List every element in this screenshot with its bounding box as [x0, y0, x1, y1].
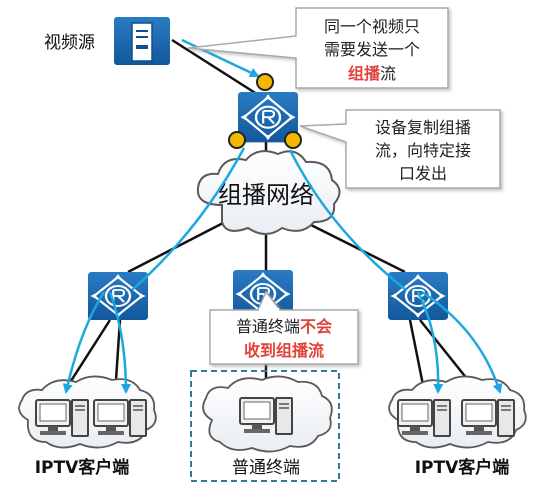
multicast-streams [62, 38, 503, 394]
callout-top-line1: 同一个视频只 [324, 17, 420, 36]
callout-top-suffix: 流 [380, 64, 396, 83]
callout-middle-line2: 收到组播流 [244, 341, 324, 360]
stream-left-to-pc1 [62, 291, 106, 394]
stream-left-to-pc2 [108, 291, 131, 394]
stream-right-to-pc1 [416, 291, 444, 394]
callout-middle-prefix: 普通终端 [236, 317, 300, 336]
stream-right-to-pc2 [421, 290, 503, 394]
callout-right-line1: 设备复制组播 [375, 118, 471, 137]
link-source-core [171, 38, 261, 98]
iptv-client-right-label: IPTV客户端 [415, 457, 510, 478]
video-source-server-icon [114, 17, 170, 65]
callout-middle-emphasis: 不会 [300, 317, 332, 336]
multicast-network-label: 组播网络 [218, 181, 314, 209]
port-dot-left [228, 131, 246, 149]
stream-core-to-left [131, 147, 246, 291]
multicast-cloud-icon: 组播网络 [196, 150, 341, 235]
callout-right-line3: 口发出 [399, 164, 447, 183]
stream-core-to-right [288, 149, 407, 291]
callout-right-line2: 流，向特定接 [375, 141, 471, 160]
normal-terminal-dashed-box [190, 370, 340, 482]
right-router-icon [386, 270, 450, 322]
right-client-cloud-icon [388, 375, 527, 449]
callout-middle: 普通终端不会 收到组播流 [209, 290, 359, 365]
link-cloud-right [304, 220, 406, 274]
callout-top-line2: 需要发送一个 [324, 40, 420, 59]
port-dot-top [256, 73, 274, 91]
port-dot-right [284, 131, 302, 149]
iptv-client-left-label: IPTV客户端 [35, 457, 130, 478]
callout-right: 设备复制组播 流，向特定接 口发出 [299, 109, 501, 189]
normal-terminal-label: 普通终端 [232, 458, 300, 478]
callout-top-emphasis: 组播 [348, 64, 381, 83]
port-dots [228, 73, 302, 149]
svg-text:组播流: 组播流 [348, 64, 396, 83]
callout-top: 同一个视频只 需要发送一个 组播流 [187, 7, 449, 89]
left-router-icon [86, 270, 150, 322]
svg-text:普通终端不会: 普通终端不会 [236, 317, 332, 336]
stream-source-to-core [181, 38, 260, 78]
video-source-label: 视频源 [44, 33, 95, 53]
